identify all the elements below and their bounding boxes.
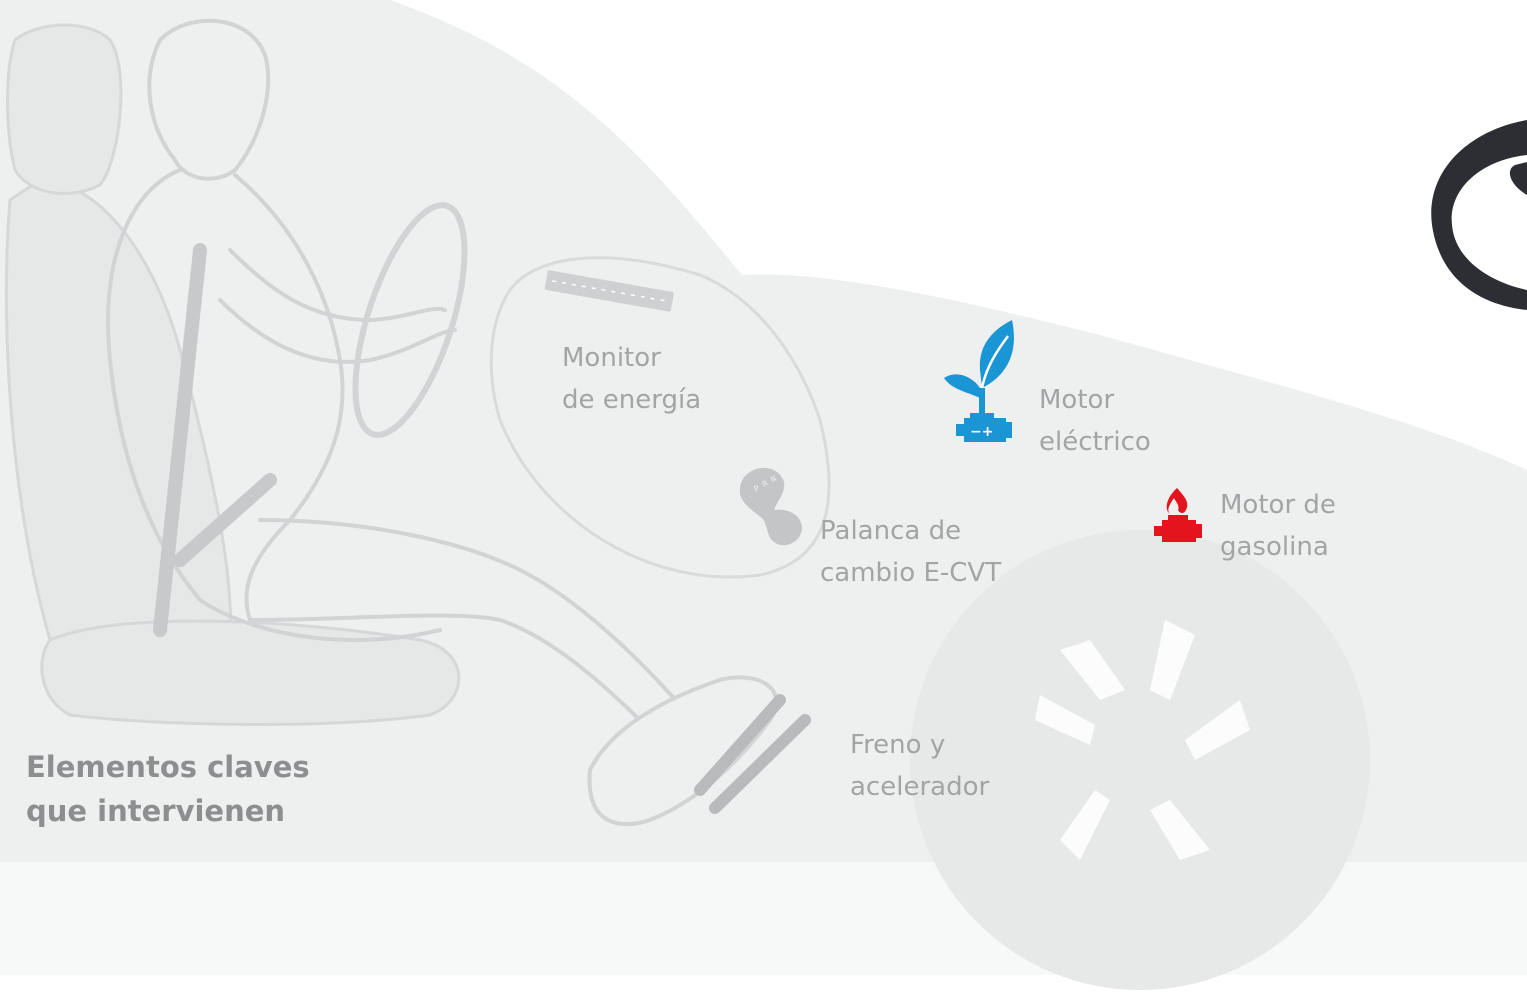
diagram-title-line-2: que intervienen <box>26 789 310 833</box>
gas-engine-label: Motor de gasolina <box>1220 484 1336 568</box>
energy-monitor-label-line-2: de energía <box>562 379 701 421</box>
headrest <box>8 25 121 193</box>
electric-motor-label: Motor eléctrico <box>1039 379 1151 463</box>
gas-engine-label-line-1: Motor de <box>1220 484 1336 526</box>
gear-shift-knob-icon: P R N D <box>738 466 808 550</box>
energy-monitor-label: Monitor de energía <box>562 337 701 421</box>
gear-lever-label: Palanca de cambio E-CVT <box>820 510 1001 594</box>
flame-engine-icon <box>1150 486 1204 548</box>
pedals-label-line-2: acelerador <box>850 766 989 808</box>
electric-motor-label-line-2: eléctrico <box>1039 421 1151 463</box>
pedals-label-line-1: Freno y <box>850 724 989 766</box>
energy-monitor-label-line-1: Monitor <box>562 337 701 379</box>
pedals-label: Freno y acelerador <box>850 724 989 808</box>
brand-logo-icon <box>1431 120 1527 310</box>
diagram-title: Elementos claves que intervienen <box>26 745 310 833</box>
leaf-engine-icon: −+ <box>942 318 1018 448</box>
electric-motor-label-line-1: Motor <box>1039 379 1151 421</box>
diagram-title-line-1: Elementos claves <box>26 745 310 789</box>
gear-lever-label-line-2: cambio E-CVT <box>820 552 1001 594</box>
gear-lever-label-line-1: Palanca de <box>820 510 1001 552</box>
svg-text:−+: −+ <box>970 424 993 440</box>
gas-engine-label-line-2: gasolina <box>1220 526 1336 568</box>
